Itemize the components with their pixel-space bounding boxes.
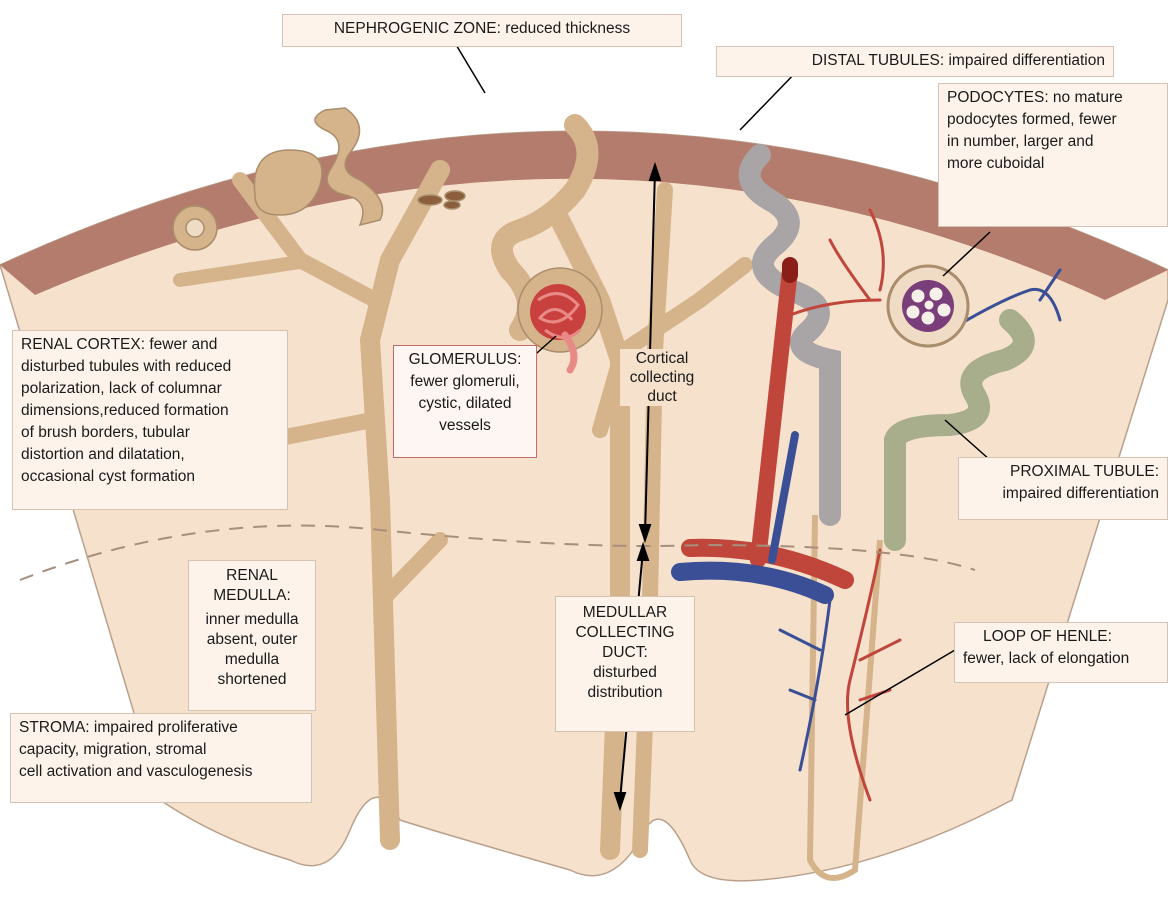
renal-cortex-line-3: polarization, lack of columnar xyxy=(21,378,279,400)
podocytes-line-3: in number, larger and xyxy=(947,131,1159,153)
glomerulus-line-4: vessels xyxy=(402,415,528,437)
cortical-line-3: duct xyxy=(620,387,704,406)
glomerulus-line-3: cystic, dilated xyxy=(402,393,528,415)
podocytes-line-2: podocytes formed, fewer xyxy=(947,109,1159,131)
nephrogenic-zone-label: NEPHROGENIC ZONE: reduced thickness xyxy=(282,14,682,47)
renal-medulla-line-1: RENAL xyxy=(197,566,307,586)
renal-medulla-line-2: MEDULLA: xyxy=(197,586,307,606)
proximal-tubule-line-1: PROXIMAL TUBULE: xyxy=(967,461,1159,483)
medullar-collecting-duct-label: MEDULLAR COLLECTING DUCT: disturbed dist… xyxy=(555,596,695,732)
glomerulus-label: GLOMERULUS: fewer glomeruli, cystic, dil… xyxy=(393,345,537,458)
renal-cortex-line-1: RENAL CORTEX: fewer and xyxy=(21,334,279,356)
distal-tubules-label: DISTAL TUBULES: impaired differentiation xyxy=(716,46,1114,77)
loop-of-henle-line-1: LOOP OF HENLE: xyxy=(963,626,1159,648)
renal-medulla-line-4: absent, outer xyxy=(197,630,307,650)
cortical-line-2: collecting xyxy=(620,368,704,387)
stroma-line-1: STROMA: impaired proliferative xyxy=(19,717,303,739)
proximal-tubule-label: PROXIMAL TUBULE: impaired differentiatio… xyxy=(958,457,1168,520)
renal-medulla-label: RENAL MEDULLA: inner medulla absent, out… xyxy=(188,560,316,711)
renal-cortex-line-5: of brush borders, tubular xyxy=(21,422,279,444)
medullar-line-5: distribution xyxy=(564,683,686,703)
loop-of-henle-line-2: fewer, lack of elongation xyxy=(963,648,1159,670)
renal-cortex-line-4: dimensions,reduced formation xyxy=(21,400,279,422)
medullar-line-1: MEDULLAR xyxy=(564,603,686,623)
cortical-collecting-duct-label: Cortical collecting duct xyxy=(620,349,704,406)
medullar-line-3: DUCT: xyxy=(564,643,686,663)
stroma-label: STROMA: impaired proliferative capacity,… xyxy=(10,713,312,803)
podocytes-label: PODOCYTES: no mature podocytes formed, f… xyxy=(938,83,1168,227)
cortical-line-1: Cortical xyxy=(620,349,704,368)
renal-cortex-line-2: disturbed tubules with reduced xyxy=(21,356,279,378)
stroma-line-3: cell activation and vasculogenesis xyxy=(19,761,303,783)
podocytes-line-1: PODOCYTES: no mature xyxy=(947,87,1159,109)
proximal-tubule-line-2: impaired differentiation xyxy=(967,483,1159,505)
glomerulus-line-2: fewer glomeruli, xyxy=(402,371,528,393)
renal-cortex-line-6: distortion and dilatation, xyxy=(21,444,279,466)
medullar-line-4: disturbed xyxy=(564,663,686,683)
glomerulus-line-1: GLOMERULUS: xyxy=(402,349,528,371)
loop-of-henle-label: LOOP OF HENLE: fewer, lack of elongation xyxy=(954,622,1168,683)
medullar-line-2: COLLECTING xyxy=(564,623,686,643)
nephrogenic-zone-text: NEPHROGENIC ZONE: reduced thickness xyxy=(291,18,673,40)
podocytes-line-4: more cuboidal xyxy=(947,153,1159,175)
renal-cortex-label: RENAL CORTEX: fewer and disturbed tubule… xyxy=(12,330,288,510)
renal-medulla-line-3: inner medulla xyxy=(197,610,307,630)
renal-medulla-line-5: medulla xyxy=(197,650,307,670)
renal-medulla-line-6: shortened xyxy=(197,670,307,690)
distal-tubules-text: DISTAL TUBULES: impaired differentiation xyxy=(725,50,1105,72)
renal-cortex-line-7: occasional cyst formation xyxy=(21,466,279,488)
stroma-line-2: capacity, migration, stromal xyxy=(19,739,303,761)
